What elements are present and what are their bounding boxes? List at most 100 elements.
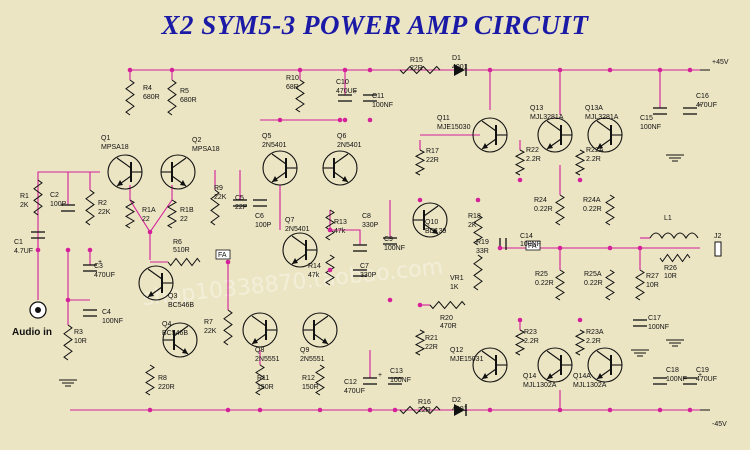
label-c9-ref: C9 (384, 236, 393, 243)
junction-dot (169, 67, 175, 73)
label-c17-ref: C17 (648, 315, 661, 322)
label-q3-value: BC546B (168, 302, 194, 309)
resistor-r25 (555, 269, 565, 301)
junction-dot (577, 177, 583, 183)
resistor-r2 (85, 189, 95, 226)
junction-dot (342, 117, 348, 123)
label-r9-ref: R9 (214, 185, 223, 192)
label-q12-ref: Q12 (450, 347, 463, 354)
diode-d2 (454, 404, 465, 416)
junction-dot (497, 245, 503, 251)
junction-dot (577, 317, 583, 323)
transistor-q9 (302, 312, 338, 348)
junction-dot (687, 67, 693, 73)
label-r25a-value: 0.22R (584, 280, 603, 287)
label-r3-value: 10R (74, 338, 87, 345)
label-r15-value: 22R (410, 65, 423, 72)
transistor-q1 (107, 154, 143, 190)
label-q14a-ref: Q14A (573, 373, 591, 380)
resistor-r4 (125, 79, 135, 116)
label-c5-value: 22P (235, 204, 248, 211)
polarity-mark: + (98, 259, 102, 266)
resistor-r11 (255, 364, 265, 396)
label-c7-ref: C7 (360, 263, 369, 270)
polarity-mark: + (353, 89, 357, 96)
label-q5-ref: Q5 (262, 133, 271, 140)
junction-dot (342, 67, 348, 73)
label-r25a-ref: R25A (584, 271, 602, 278)
wire-c4 (67, 250, 90, 301)
label-r5-value: 680R (180, 97, 197, 104)
label-r24-value: 0.22R (534, 206, 553, 213)
transistor-q5 (262, 150, 298, 186)
junction-dot (297, 67, 303, 73)
label-c12-ref: C12 (344, 379, 357, 386)
resistor-r23a (574, 329, 586, 356)
polarity-mark: + (698, 372, 702, 379)
transistor-q13a (587, 117, 623, 153)
label-r21-value: 22R (425, 344, 438, 351)
label-d2-ref: D2 (452, 397, 461, 404)
label-c10-ref: C10 (336, 79, 349, 86)
transistor-q12 (472, 347, 508, 383)
label-c4-value: 100NF (102, 318, 123, 325)
resistor-r7 (223, 309, 233, 346)
label-r23-value: 2.2R (524, 338, 539, 345)
label-r1a-ref: R1A (142, 207, 156, 214)
junction-dot (35, 247, 41, 253)
label-q6-value: 2N5401 (337, 142, 362, 149)
label-q10-ref: Q10 (425, 219, 438, 226)
resistor-r21 (414, 329, 426, 356)
label-c17-value: 100NF (648, 324, 669, 331)
label-r23a-value: 2.2R (586, 338, 601, 345)
resistor-r26 (659, 253, 691, 263)
label-r24a-value: 0.22R (583, 206, 602, 213)
resistor-r24 (555, 194, 565, 226)
label-q10-value: BD139 (425, 228, 447, 235)
input-label: Audio in (12, 327, 52, 338)
label-q6-ref: Q6 (337, 133, 346, 140)
junction-dot (317, 407, 323, 413)
junction-dot (87, 247, 93, 253)
wire-layer (37, 69, 700, 411)
transistor-q7 (282, 232, 318, 268)
junction-dot (517, 177, 523, 183)
label-r22a-ref: R22A (586, 147, 604, 154)
label-q14-ref: Q14 (523, 373, 536, 380)
label-r3-ref: R3 (74, 329, 83, 336)
label-r22a-value: 2.2R (586, 156, 601, 163)
label-q11-value: MJE15030 (437, 124, 471, 131)
label-r12-value: 150R (302, 384, 319, 391)
label-c15-value: 100NF (640, 124, 661, 131)
resistor-r20 (429, 300, 466, 310)
label-r17-value: 22R (426, 157, 439, 164)
label-q5-value: 2N5401 (262, 142, 287, 149)
label-r26-ref: R26 (664, 265, 677, 272)
transistor-q13 (537, 117, 573, 153)
component-layer: +++++ (29, 64, 722, 416)
output-label: J2 (714, 233, 722, 240)
label-r18-value: 2K (468, 222, 477, 229)
label-vr1-ref: VR1 (450, 275, 464, 282)
label-c9-value: 100NF (384, 245, 405, 252)
label-r19-ref: R19 (476, 239, 489, 246)
label-r5-ref: R5 (180, 88, 189, 95)
label-r14-value: 47k (308, 272, 320, 279)
label-r6-value: 510R (173, 247, 190, 254)
label-c2-value: 100P (50, 201, 67, 208)
fa-node-label: FA (528, 243, 537, 250)
junction-dot (65, 247, 71, 253)
transistor-q6 (322, 150, 358, 186)
label-q9-ref: Q9 (300, 347, 309, 354)
label-c16-ref: C16 (696, 93, 709, 100)
resistor-r1a (125, 199, 135, 229)
resistor-r27 (635, 269, 645, 301)
junction-dot (225, 407, 231, 413)
label-r10-value: 68R (286, 84, 299, 91)
resistor-r19 (473, 254, 483, 291)
label-r22-ref: R22 (526, 147, 539, 154)
polarity-mark: + (378, 372, 382, 379)
junction-dot (337, 117, 343, 123)
